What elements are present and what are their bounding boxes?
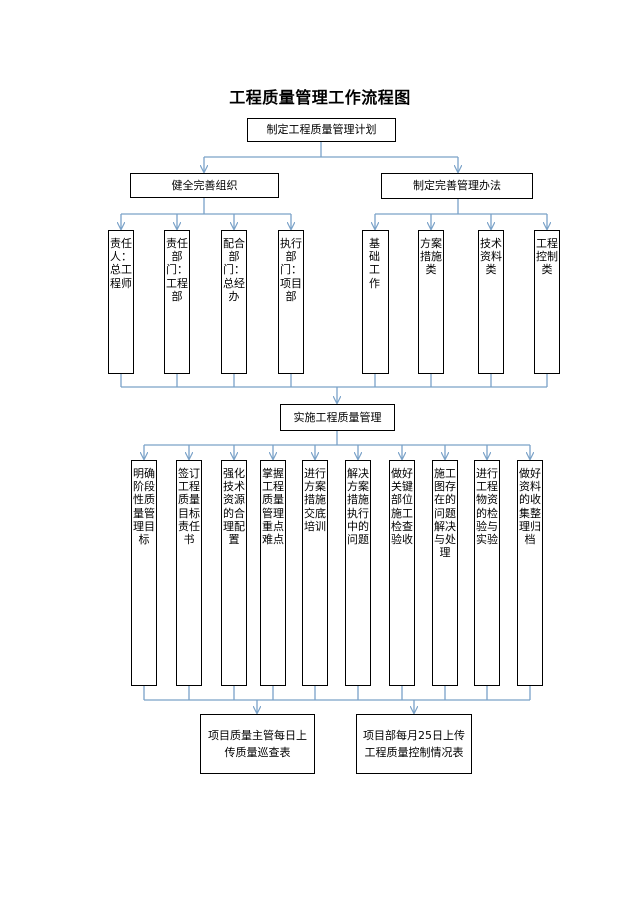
org-item-executing-dept: 执行部门：项目部 xyxy=(278,230,304,374)
task-box: 做好资料的收集整理归档 xyxy=(517,460,543,686)
task-box: 掌握工程质量管理重点难点 xyxy=(260,460,286,686)
method-item-engineering-control: 工程控制类 xyxy=(534,230,560,374)
organization-box: 健全完善组织 xyxy=(130,173,279,198)
task-box: 做好关键部位施工检查验收 xyxy=(389,460,415,686)
org-item-responsible-person: 责任人：总工程师 xyxy=(108,230,134,374)
task-box: 签订工程质量目标责任书 xyxy=(176,460,202,686)
monthly-report-box: 项目部每月25日上传工程质量控制情况表 xyxy=(356,714,472,774)
task-box: 解决方案措施执行中的问题 xyxy=(345,460,371,686)
task-box: 进行方案措施交底培训 xyxy=(302,460,328,686)
org-item-coordinating-dept: 配合部门：总经办 xyxy=(221,230,247,374)
org-item-responsible-dept: 责任部门：工程部 xyxy=(164,230,190,374)
task-box: 明确阶段性质量管理目标 xyxy=(131,460,157,686)
plan-box-label: 制定工程质量管理计划 xyxy=(266,123,377,137)
organization-box-label: 健全完善组织 xyxy=(171,178,238,192)
method-item-technical-docs: 技术资料类 xyxy=(478,230,504,374)
method-item-plan-measures: 方案措施类 xyxy=(418,230,444,374)
implement-box-label: 实施工程质量管理 xyxy=(293,410,382,424)
methods-box-label: 制定完善管理办法 xyxy=(413,179,501,193)
plan-box: 制定工程质量管理计划 xyxy=(247,118,396,142)
daily-report-box: 项目质量主管每日上传质量巡查表 xyxy=(200,714,315,774)
task-box: 强化技术资源的合理配置 xyxy=(221,460,247,686)
page-title: 工程质量管理工作流程图 xyxy=(229,88,411,107)
task-box: 进行工程物资的检验与实验 xyxy=(474,460,500,686)
methods-box: 制定完善管理办法 xyxy=(381,173,533,199)
implement-box: 实施工程质量管理 xyxy=(280,404,395,431)
task-box: 施工图存在的问题解决与处理 xyxy=(432,460,458,686)
method-item-basic-work: 基础工作 xyxy=(362,230,389,374)
